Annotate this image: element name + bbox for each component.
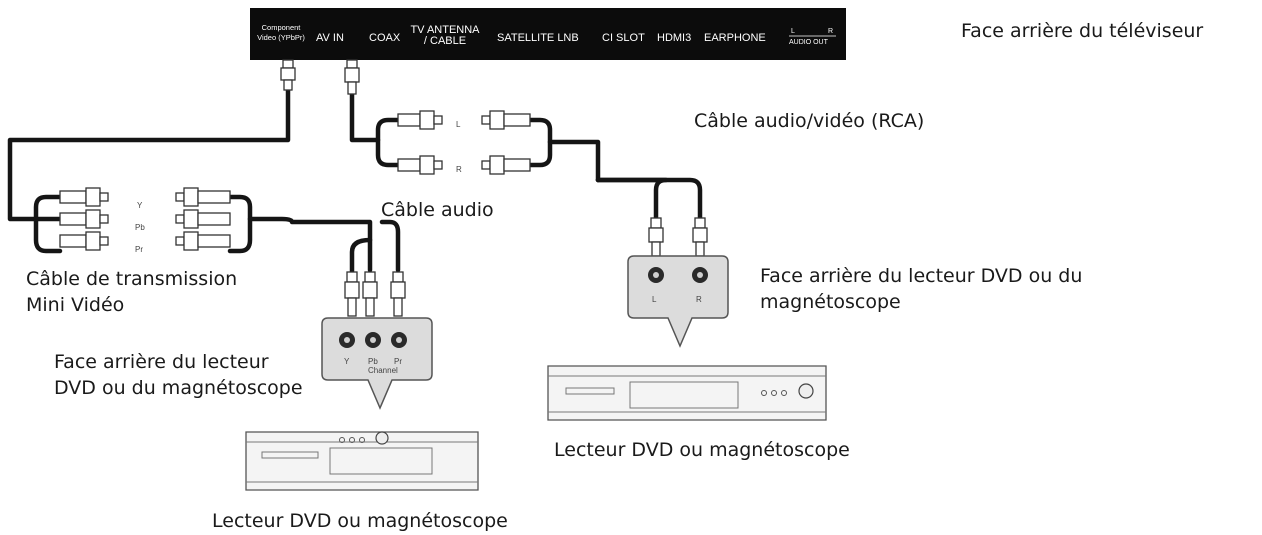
port-label-audio-out-r: R <box>828 28 833 35</box>
label-audio-cable: Câble audio <box>381 199 494 221</box>
tv-plugs <box>280 59 360 95</box>
left-dvd-device-illustration <box>245 431 479 491</box>
tv-back-panel: Component Video (YPbPr) AV IN COAX TV AN… <box>250 8 846 60</box>
box-letter-pr: Pr <box>394 357 402 366</box>
label-right-device: Lecteur DVD ou magnétoscope <box>554 439 850 461</box>
annotations: Face arrière du téléviseur Câble audio/v… <box>26 20 1203 532</box>
port-label-antenna: TV ANTENNA <box>410 24 480 36</box>
mini-letter-pb: Pb <box>135 223 145 232</box>
label-left-back-1: Face arrière du lecteur <box>54 351 269 373</box>
right-box-plugs <box>648 217 708 257</box>
label-right-back-2: magnétoscope <box>760 291 901 313</box>
left-box-plugs <box>344 271 406 317</box>
port-label-av-in: AV IN <box>316 32 344 44</box>
port-label-audio-out-l: L <box>791 28 795 35</box>
box-letter-channel: Channel <box>368 366 398 375</box>
mini-letter-y: Y <box>137 201 143 210</box>
box-letter-y: Y <box>344 357 350 366</box>
label-left-device: Lecteur DVD ou magnétoscope <box>212 510 508 532</box>
label-mini-video-1: Câble de transmission <box>26 268 237 290</box>
port-label-satellite: SATELLITE LNB <box>497 32 579 44</box>
right-box-letter-r: R <box>696 295 702 304</box>
right-dvd-device-illustration <box>547 365 827 421</box>
audio-cable-plugs: L R <box>397 110 531 175</box>
port-label-audio-out: AUDIO OUT <box>789 39 829 46</box>
label-left-back-2: DVD ou du magnétoscope <box>54 377 303 399</box>
port-label-coax: COAX <box>369 32 401 44</box>
cables <box>7 85 703 275</box>
label-rca-cable: Câble audio/vidéo (RCA) <box>694 110 924 132</box>
audio-letter-l: L <box>456 120 461 129</box>
audio-letter-r: R <box>456 165 462 174</box>
right-dvd-rear-panel: L R <box>627 255 729 348</box>
box-letter-pb: Pb <box>368 357 378 366</box>
mini-video-plugs: Y Pb Pr <box>59 187 231 254</box>
label-mini-video-2: Mini Vidéo <box>26 294 124 316</box>
port-label-component: Component <box>262 23 302 32</box>
port-label-component-sub: Video (YPbPr) <box>257 33 305 42</box>
port-label-ci-slot: CI SLOT <box>602 32 645 44</box>
label-tv-back: Face arrière du téléviseur <box>961 20 1203 42</box>
port-label-earphone: EARPHONE <box>704 32 766 44</box>
port-label-hdmi3: HDMI3 <box>657 32 691 44</box>
label-right-back-1: Face arrière du lecteur DVD ou du <box>760 265 1082 287</box>
left-dvd-rear-panel: Y Pb Pr Channel <box>321 317 433 410</box>
port-label-antenna-sub: / CABLE <box>424 35 466 47</box>
right-box-letter-l: L <box>652 295 657 304</box>
mini-letter-pr: Pr <box>135 245 143 254</box>
